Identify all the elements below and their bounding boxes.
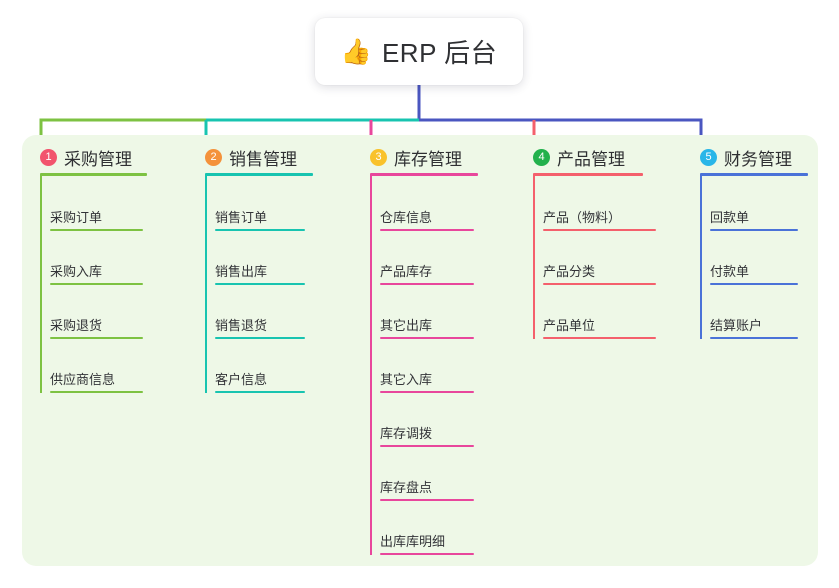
branch-item[interactable]: 产品单位: [543, 309, 656, 339]
branch-item-underline: [50, 391, 143, 393]
branch-title: 财务管理: [724, 150, 792, 169]
branch-item[interactable]: 产品（物料）: [543, 201, 656, 231]
branch-number-badge: 3: [370, 149, 387, 166]
branch-header-2[interactable]: 2 销售管理: [205, 145, 297, 170]
branch-title: 采购管理: [64, 150, 132, 169]
branch-item[interactable]: 销售退货: [215, 309, 305, 339]
branch-header-5[interactable]: 5 财务管理: [700, 145, 792, 170]
branch-header-underline: [370, 173, 478, 176]
branch-item[interactable]: 销售订单: [215, 201, 305, 231]
branch-number-badge: 1: [40, 149, 57, 166]
branch-item[interactable]: 产品库存: [380, 255, 474, 285]
branch-number-badge: 5: [700, 149, 717, 166]
branch-item-underline: [543, 337, 656, 339]
branch-spine: [370, 175, 372, 555]
branch-item[interactable]: 出库库明细: [380, 525, 474, 555]
branch-item-underline: [543, 229, 656, 231]
branch-header-1[interactable]: 1 采购管理: [40, 145, 132, 170]
branch-item-label: 其它入库: [380, 372, 433, 387]
branch-item-underline: [215, 283, 305, 285]
branch-title: 销售管理: [229, 150, 297, 169]
branch-item-label: 产品分类: [543, 264, 596, 279]
branch-item-underline: [215, 337, 305, 339]
branch-item-label: 销售出库: [215, 264, 268, 279]
branch-header-underline: [700, 173, 808, 176]
branch-item[interactable]: 结算账户: [710, 309, 798, 339]
branch-item-underline: [380, 553, 474, 555]
branch-item-underline: [380, 337, 474, 339]
branch-item-underline: [710, 229, 798, 231]
branch-spine: [40, 175, 42, 393]
branch-item-underline: [215, 391, 305, 393]
branch-item-label: 采购入库: [50, 264, 103, 279]
root-node[interactable]: 👍 ERP 后台: [315, 18, 523, 85]
branch-item[interactable]: 付款单: [710, 255, 798, 285]
branch-item-underline: [50, 229, 143, 231]
branch-item-label: 库存盘点: [380, 480, 433, 495]
root-node-content: 👍 ERP 后台: [341, 33, 497, 70]
branch-item-underline: [380, 391, 474, 393]
branch-item-underline: [380, 445, 474, 447]
branch-item-label: 客户信息: [215, 372, 268, 387]
branch-item-label: 付款单: [710, 264, 750, 279]
branch-item[interactable]: 其它入库: [380, 363, 474, 393]
branch-item-label: 其它出库: [380, 318, 433, 333]
branch-item-underline: [710, 337, 798, 339]
branch-header-underline: [533, 173, 643, 176]
branch-item-underline: [50, 337, 143, 339]
branch-item-underline: [380, 283, 474, 285]
branch-item[interactable]: 回款单: [710, 201, 798, 231]
branch-item[interactable]: 客户信息: [215, 363, 305, 393]
branch-spine: [533, 175, 535, 339]
branch-number-badge: 2: [205, 149, 222, 166]
branch-title: 产品管理: [557, 150, 625, 169]
branch-item-label: 销售退货: [215, 318, 268, 333]
branch-item[interactable]: 采购退货: [50, 309, 143, 339]
branch-title: 库存管理: [394, 150, 462, 169]
branch-header-underline: [205, 173, 313, 176]
thumbs-up-icon: 👍: [340, 37, 372, 66]
branch-item-label: 回款单: [710, 210, 750, 225]
branch-item[interactable]: 销售出库: [215, 255, 305, 285]
branch-item[interactable]: 仓库信息: [380, 201, 474, 231]
branch-item-label: 库存调拨: [380, 426, 433, 441]
branch-header-3[interactable]: 3 库存管理: [370, 145, 462, 170]
branch-spine: [205, 175, 207, 393]
branch-item-label: 采购订单: [50, 210, 103, 225]
branch-item[interactable]: 采购订单: [50, 201, 143, 231]
branch-item[interactable]: 采购入库: [50, 255, 143, 285]
branch-item[interactable]: 库存调拨: [380, 417, 474, 447]
branch-item-label: 产品（物料）: [543, 210, 622, 225]
branch-item[interactable]: 其它出库: [380, 309, 474, 339]
branch-item[interactable]: 产品分类: [543, 255, 656, 285]
branch-item[interactable]: 供应商信息: [50, 363, 143, 393]
branch-item[interactable]: 库存盘点: [380, 471, 474, 501]
branch-number-badge: 4: [533, 149, 550, 166]
branch-item-label: 产品单位: [543, 318, 596, 333]
branch-item-label: 出库库明细: [380, 534, 446, 549]
branch-header-underline: [40, 173, 147, 176]
branches-panel: 1 采购管理采购订单采购入库采购退货供应商信息 2 销售管理销售订单销售出库销售退货客…: [22, 135, 818, 566]
branch-item-label: 销售订单: [215, 210, 268, 225]
branch-item-label: 采购退货: [50, 318, 103, 333]
branch-item-underline: [543, 283, 656, 285]
branch-item-underline: [380, 499, 474, 501]
branch-item-label: 供应商信息: [50, 372, 116, 387]
root-node-title: ERP 后台: [381, 38, 498, 68]
branch-item-label: 结算账户: [710, 318, 763, 333]
branch-item-underline: [380, 229, 474, 231]
branch-header-4[interactable]: 4 产品管理: [533, 145, 625, 170]
branch-spine: [700, 175, 702, 339]
branch-item-underline: [50, 283, 143, 285]
branch-item-underline: [215, 229, 305, 231]
branch-item-label: 产品库存: [380, 264, 433, 279]
branch-item-label: 仓库信息: [380, 210, 433, 225]
branch-item-underline: [710, 283, 798, 285]
